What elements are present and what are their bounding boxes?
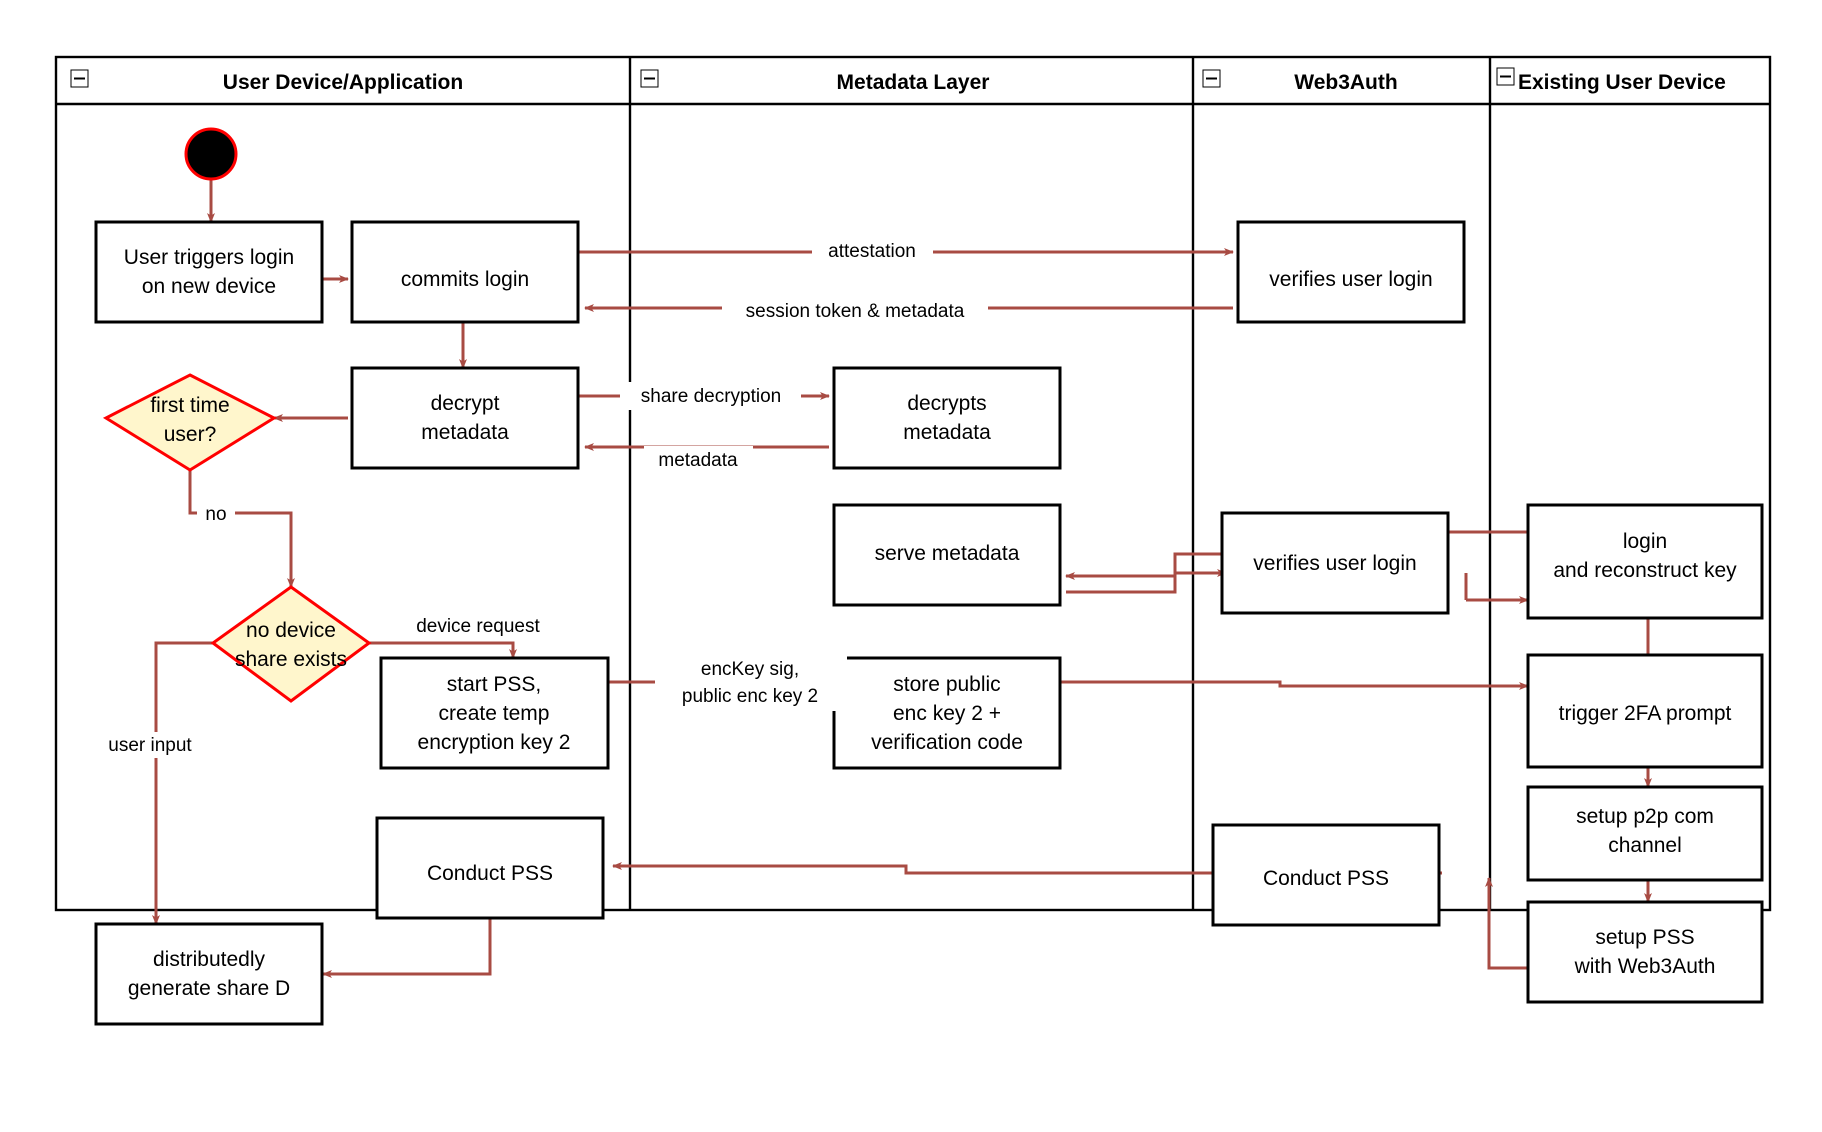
edge-conduct-w3a-to-conduct-user [612,862,1206,875]
lane-title-web3auth: Web3Auth [1294,71,1397,94]
lane-header-existing-device[interactable]: Existing User Device [1496,67,1726,94]
svg-text:encKey sig,: encKey sig, [701,659,799,680]
node-label-line1: setup p2p com [1576,805,1714,828]
node-label-line1: decrypts [907,392,986,415]
svg-text:no: no [205,504,226,525]
node-user-triggers-login[interactable]: User triggers login on new device [94,220,324,324]
node-label-line1: decrypt [431,392,500,415]
edge-label-user-input: user input [94,732,206,758]
node-start-pss[interactable]: start PSS, create temp encryption key 2 [379,656,610,770]
lane-title-metadata: Metadata Layer [837,71,990,94]
node-label-trigger-2fa: trigger 2FA prompt [1559,702,1732,725]
node-conduct-pss-web3auth[interactable]: Conduct PSS [1211,823,1441,927]
node-label-line2: user? [164,423,217,446]
node-label-line2: on new device [142,275,276,298]
node-trigger-2fa-prompt[interactable]: trigger 2FA prompt [1526,653,1764,769]
node-no-device-share-decision[interactable]: no device share exists [210,585,372,703]
svg-text:attestation: attestation [828,241,916,262]
node-label-line2: create temp [439,702,550,725]
node-label-verifies-login-1: verifies user login [1269,268,1432,291]
lane-header-user-device[interactable]: User Device/Application [70,69,463,94]
edge-conduct-user-to-generate [322,918,492,978]
node-label-line2: metadata [903,421,991,444]
edge-serve-to-verifies2 [1066,569,1227,594]
node-label-line1: User triggers login [124,246,294,269]
node-label-conduct-pss: Conduct PSS [427,862,553,885]
node-decrypt-metadata[interactable]: decrypt metadata [350,366,580,470]
lane-title-user-device: User Device/Application [223,71,463,94]
node-label-line1: distributedly [153,948,266,971]
node-start[interactable] [184,127,238,181]
node-label-serve-metadata: serve metadata [875,542,1020,565]
lane-header-metadata[interactable]: Metadata Layer [640,69,990,94]
node-label-line2: and reconstruct key [1553,559,1737,582]
edge-label-share-decryption: share decryption [620,382,801,410]
node-setup-p2p-channel[interactable]: setup p2p com channel [1526,785,1764,882]
edge-label-device-request: device request [398,613,558,639]
node-decrypts-metadata[interactable]: decrypts metadata [832,366,1062,470]
edge-setup-pss-to-conduct-w3a-a [1485,877,1528,970]
node-label-line2: generate share D [128,977,290,1000]
lane-frame [54,55,1772,912]
node-login-reconstruct-key[interactable]: login and reconstruct key [1526,503,1764,620]
node-distributedly-generate-share[interactable]: distributedly generate share D [94,922,324,1026]
node-label-line2: enc key 2 + [893,702,1001,725]
node-label-line1: setup PSS [1595,926,1694,949]
node-verifies-user-login-1[interactable]: verifies user login [1236,220,1466,324]
node-first-time-user-decision[interactable]: first time user? [102,373,278,472]
edge-verifies2-to-serve [1065,552,1226,580]
edge-label-session-token: session token & metadata [722,297,988,325]
node-label-line2: share exists [235,648,347,671]
svg-text:device request: device request [416,616,540,637]
node-verifies-user-login-2[interactable]: verifies user login [1220,511,1450,615]
svg-text:user input: user input [108,735,192,756]
node-serve-metadata[interactable]: serve metadata [832,503,1062,607]
node-label-verifies-login-2: verifies user login [1253,552,1416,575]
node-label-commits-login: commits login [401,268,529,291]
node-label-line1: no device [246,619,336,642]
edge-label-metadata: metadata [644,446,753,474]
svg-text:public enc key 2: public enc key 2 [682,686,818,707]
node-commits-login[interactable]: commits login [350,220,580,324]
edge-device-request [369,641,517,659]
node-label-line2: metadata [421,421,509,444]
svg-text:session token & metadata: session token & metadata [746,301,965,322]
node-label-line3: verification code [871,731,1023,754]
node-setup-pss-web3auth[interactable]: setup PSS with Web3Auth [1526,900,1764,1004]
svg-text:share decryption: share decryption [641,386,781,407]
edge-user-input [152,641,213,925]
node-label-line1: store public [893,673,1000,696]
node-label-line3: encryption key 2 [418,731,571,754]
node-label-line2: channel [1608,834,1682,857]
edge-label-attestation: attestation [812,238,933,264]
node-conduct-pss-user[interactable]: Conduct PSS [375,816,605,920]
svg-text:metadata: metadata [658,450,738,471]
node-label-line1: start PSS, [447,673,542,696]
edge-store-to-trigger-2fa [1060,680,1529,690]
lane-title-existing-device: Existing User Device [1518,71,1726,94]
edge-no-branch [188,470,295,588]
node-label-line1: first time [150,394,229,417]
edge-label-enckey-sig: encKey sig, public enc key 2 [655,655,847,711]
node-label-conduct-pss-w3a: Conduct PSS [1263,867,1389,890]
node-label-line2: with Web3Auth [1574,955,1716,978]
node-label-line1: login [1623,530,1667,553]
edge-labels: attestation session token & metadata sha… [94,238,988,758]
node-store-public-enc-key[interactable]: store public enc key 2 + verification co… [832,656,1062,770]
edge-label-no: no [197,501,235,527]
lane-header-web3auth[interactable]: Web3Auth [1202,69,1398,94]
